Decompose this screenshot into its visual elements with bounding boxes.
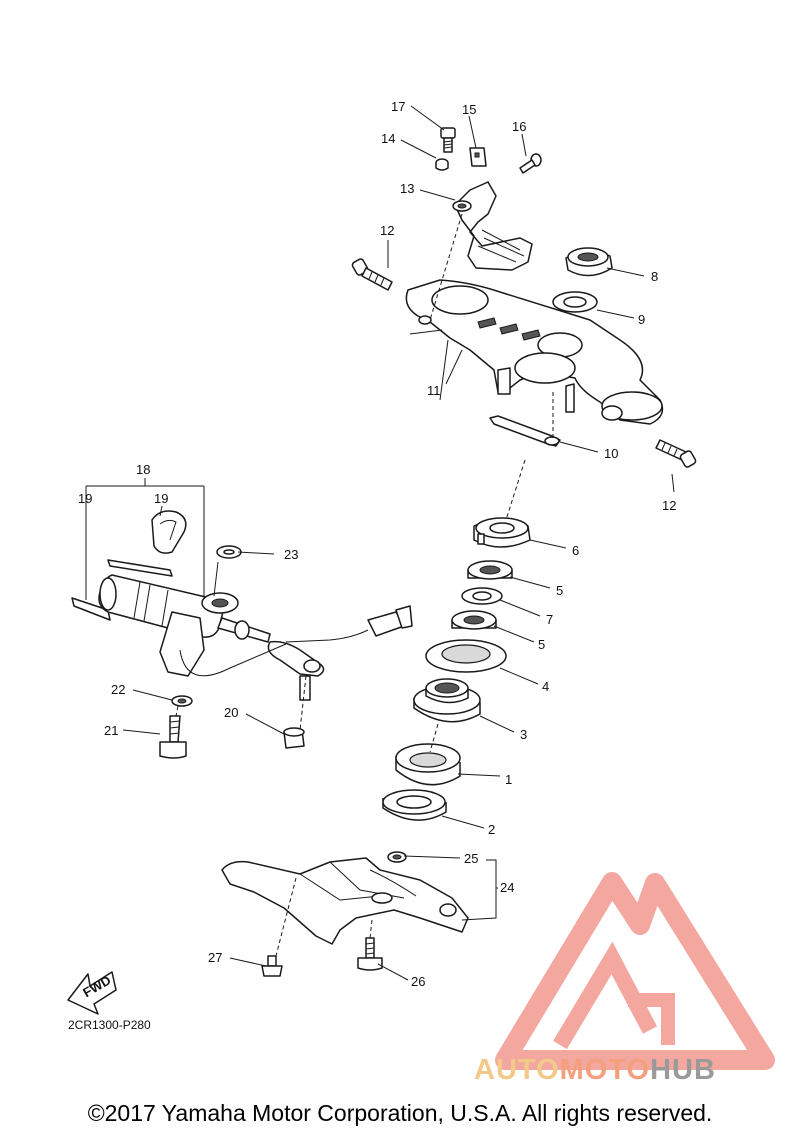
callout-5-top: 5 [556,583,563,598]
bearing-3 [413,678,481,723]
bolt-12-left [351,258,393,291]
callout-10: 10 [604,446,618,461]
ring-nut-5b [451,610,497,630]
nut-25 [387,851,407,863]
rivet-27 [261,955,283,977]
washer-7 [461,587,503,605]
callout-21: 21 [104,723,118,738]
callout-11: 11 [427,383,441,398]
handle-crown [405,279,664,425]
callout-13: 13 [400,181,414,196]
washer-23 [216,545,242,559]
nut-20 [283,727,305,749]
under-cover-24 [221,857,469,945]
ring-nut-5a [467,560,513,580]
callout-16: 16 [512,119,526,134]
callout-24: 24 [500,880,514,895]
callout-labels: 17 15 16 14 13 12 8 9 11 10 12 6 5 7 5 4… [78,99,676,989]
callout-3: 3 [520,727,527,742]
callout-12-top: 12 [380,223,394,238]
washer-9 [552,291,598,313]
meter-bracket-assembly [435,127,542,271]
callout-19-right: 19 [154,491,168,506]
callout-12-bottom: 12 [662,498,676,513]
callout-23: 23 [284,547,298,562]
callout-9: 9 [638,312,645,327]
callout-5-bottom: 5 [538,637,545,652]
callout-14: 14 [381,131,395,146]
watermark-part-moto: MOTO [559,1054,651,1086]
bolt-26 [357,937,383,971]
callout-15: 15 [462,102,476,117]
lock-washer-10 [489,415,561,447]
callout-27: 27 [208,950,222,965]
callout-26: 26 [411,974,425,989]
callout-19-left: 19 [78,491,92,506]
washer-22 [171,695,193,707]
diagram-code: 2CR1300-P280 [68,1018,151,1032]
watermark-part-auto: AUTO [474,1054,560,1086]
nut-8 [565,247,613,277]
watermark-logo [495,872,775,1070]
copyright-notice: ©2017 Yamaha Motor Corporation, U.S.A. A… [87,1100,713,1126]
callout-20: 20 [224,705,238,720]
callout-2: 2 [488,822,495,837]
leader-lines [85,105,675,981]
dust-seal-4 [425,639,507,673]
bearing-1 [395,743,461,786]
steering-damper [71,510,413,701]
callout-1: 1 [505,772,512,787]
alignment-lines [175,213,554,957]
seal-2 [382,789,447,821]
callout-17: 17 [391,99,405,114]
watermark-text: AUTOMOTOHUB [474,1054,716,1087]
fwd-arrow-icon: FWD [67,971,117,1015]
callout-25: 25 [464,851,478,866]
bolt-21 [159,715,187,759]
bolt-12-right [655,439,697,468]
callout-8: 8 [651,269,658,284]
callout-7: 7 [546,612,553,627]
callout-6: 6 [572,543,579,558]
callout-4: 4 [542,679,549,694]
watermark-part-hub: HUB [650,1054,716,1086]
callout-18: 18 [136,462,150,477]
callout-22: 22 [111,682,125,697]
part-6-washer [473,517,531,548]
